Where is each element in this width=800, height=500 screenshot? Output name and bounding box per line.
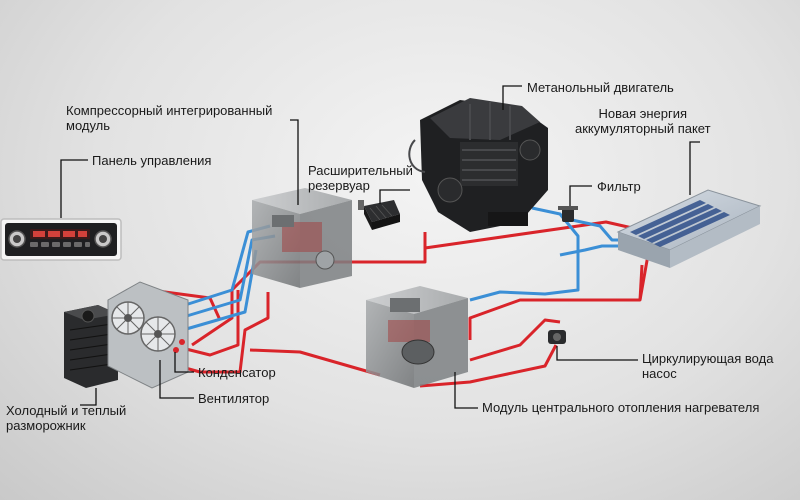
label-fan-text: Вентилятор [198, 391, 270, 406]
label-filter: Фильтр [597, 179, 641, 194]
control-panel [0, 218, 122, 261]
label-control-panel: Панель управления [92, 153, 211, 168]
label-expansion-tank: Расширительный резервуар [308, 163, 413, 193]
label-battery-pack-text: Новая энергия аккумуляторный пакет [575, 106, 711, 136]
label-condenser: Конденсатор [198, 365, 276, 380]
label-expansion-tank-text: Расширительный резервуар [308, 163, 413, 193]
circulating-pump-icon [548, 330, 566, 344]
label-defroster: Холодный и теплый разморожник [6, 403, 126, 433]
label-compressor-module: Компрессорный интегрированный модуль [66, 103, 272, 133]
label-fan: Вентилятор [198, 391, 269, 406]
label-condenser-text: Конденсатор [198, 365, 276, 380]
label-central-heating-text: Модуль центрального отопления нагревател… [482, 400, 760, 415]
fan-icon [111, 301, 145, 335]
fan-icon [140, 316, 176, 352]
filter-icon [558, 206, 578, 222]
leader-lines [60, 85, 700, 409]
label-methanol-engine-text: Метанольный двигатель [527, 80, 674, 95]
compressor-module-box [252, 188, 352, 288]
label-circulating-pump: Циркулирующая вода насос [642, 351, 773, 381]
label-central-heating: Модуль центрального отопления нагревател… [482, 400, 759, 415]
label-control-panel-text: Панель управления [92, 153, 212, 168]
label-compressor-module-text: Компрессорный интегрированный модуль [66, 103, 273, 133]
condenser-fan-assembly [107, 281, 189, 389]
defroster-unit [64, 305, 118, 388]
battery-pack-icon [616, 189, 762, 268]
central-heating-module-box [366, 286, 468, 388]
expansion-tank [358, 200, 400, 230]
label-defroster-text: Холодный и теплый разморожник [6, 403, 127, 433]
label-battery-pack: Новая энергия аккумуляторный пакет [575, 106, 711, 136]
label-filter-text: Фильтр [597, 179, 641, 194]
label-methanol-engine: Метанольный двигатель [527, 80, 674, 95]
engine-icon [408, 98, 548, 232]
label-circulating-pump-text: Циркулирующая вода насос [642, 351, 774, 381]
